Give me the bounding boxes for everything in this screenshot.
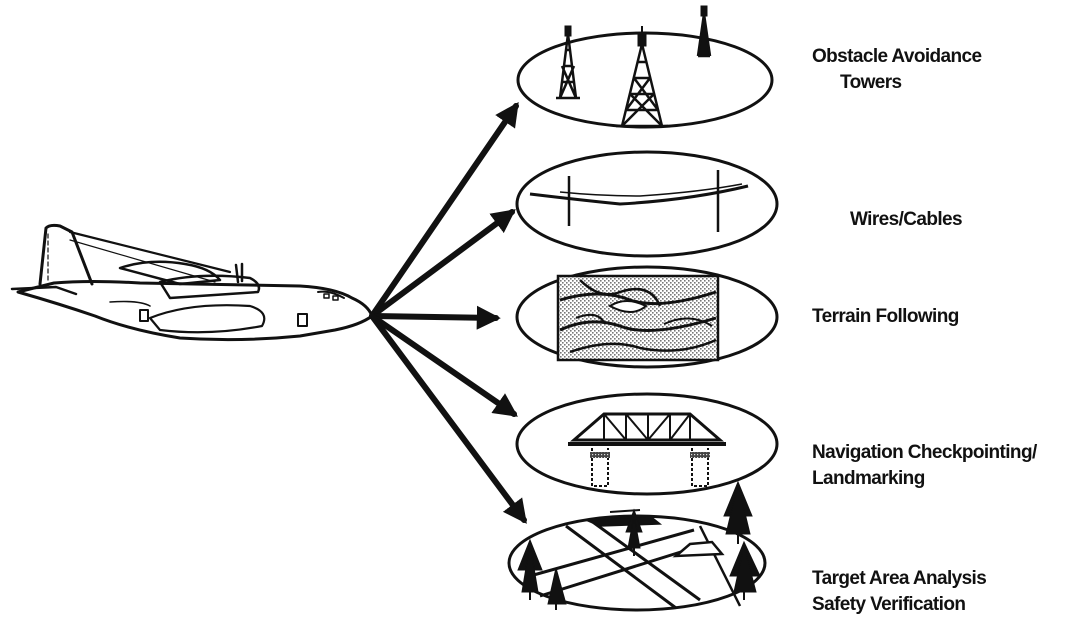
label-line: Navigation Checkpointing/ (812, 442, 1037, 463)
arrows-group (369, 102, 527, 524)
arrow-terrain (369, 305, 501, 330)
label-line: Wires/Cables (850, 209, 963, 230)
arrow-towers (369, 102, 519, 319)
label-terrain-following: Terrain Following (812, 304, 959, 330)
label-line: Terrain Following (812, 306, 959, 327)
arrow-bridge (369, 313, 518, 417)
arrow-target (369, 313, 527, 524)
terrain-icon (515, 265, 779, 369)
arrow-wires (369, 209, 516, 319)
label-navigation-checkpointing: Navigation Checkpointing/ Landmarking (812, 440, 1037, 492)
bridge-icon (515, 392, 779, 496)
cargo-aircraft-icon (10, 223, 374, 342)
wires-cables-icon (515, 150, 779, 258)
label-wires-cables: Wires/Cables (850, 207, 963, 233)
label-target-area-analysis: Target Area Analysis Safety Verification (812, 566, 987, 618)
label-line: Towers (840, 72, 902, 93)
target-area-icon (507, 480, 767, 612)
label-line: Target Area Analysis (812, 568, 987, 589)
label-obstacle-avoidance: Obstacle Avoidance Towers (812, 44, 982, 96)
label-line: Safety Verification (812, 594, 966, 615)
label-line: Landmarking (812, 468, 925, 489)
label-line: Obstacle Avoidance (812, 46, 982, 67)
towers-icon (516, 5, 774, 129)
